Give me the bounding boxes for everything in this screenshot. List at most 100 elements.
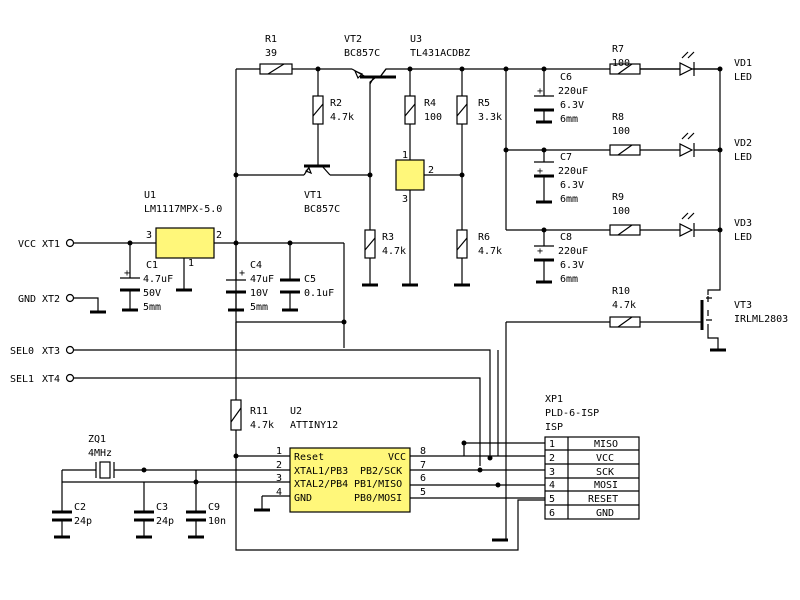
xp1-pin1-num: 1	[549, 439, 555, 450]
xp1-pin3-name: SCK	[596, 467, 614, 478]
u2-pin3-name: XTAL2/PB4	[294, 479, 348, 490]
resistor-r6	[456, 229, 468, 259]
c9-ref: C9	[208, 502, 220, 513]
r3-ref: R3	[382, 232, 394, 243]
xp1-value: PLD-6-ISP	[545, 408, 599, 419]
c2-ref: C2	[74, 502, 86, 513]
terminal-xt1-net: VCC	[18, 239, 36, 250]
vt1-value: BC857C	[304, 204, 340, 215]
junction	[495, 482, 501, 488]
capacitor-c8	[534, 245, 554, 262]
resistor-r7	[609, 63, 641, 75]
c3-value: 24p	[156, 516, 174, 527]
junction	[717, 147, 723, 153]
terminal-xt1-ref: XT1	[42, 239, 60, 250]
terminal-xt2-net: GND	[18, 294, 36, 305]
r1-ref: R1	[265, 34, 277, 45]
c4-size: 5mm	[250, 302, 268, 313]
r3-value: 4.7k	[382, 246, 406, 257]
resistor-r2	[312, 95, 324, 125]
c7-voltage: 6.3V	[560, 180, 584, 191]
junction	[459, 66, 465, 72]
terminal-xt1	[65, 238, 75, 248]
c8-voltage: 6.3V	[560, 260, 584, 271]
r10-ref: R10	[612, 286, 630, 297]
resistor-r9	[609, 224, 641, 236]
capacitor-c9	[186, 505, 206, 537]
c4-value: 47uF	[250, 274, 274, 285]
junction	[193, 479, 199, 485]
c5-ref: C5	[304, 274, 316, 285]
junction	[541, 66, 547, 72]
xp1-pin2-name: VCC	[596, 453, 614, 464]
u3-ref: U3	[410, 34, 422, 45]
xp1-pin6-num: 6	[549, 508, 555, 519]
c3-ref: C3	[156, 502, 168, 513]
junctions	[127, 66, 723, 488]
c7-value: 220uF	[558, 166, 588, 177]
u2-pin5-name: PB0/MOSI	[354, 493, 402, 504]
c5-value: 0.1uF	[304, 288, 334, 299]
u1-pin-gnd: 1	[188, 258, 194, 269]
u2-pin3-num: 3	[276, 473, 282, 484]
terminal-xt3-ref: XT3	[42, 346, 60, 357]
u2-pin4-name: GND	[294, 493, 312, 504]
labels: R1 39 VT2 BC857C U3 TL431ACDBZ 1 2 3 R2 …	[10, 34, 788, 527]
resistor-r5	[456, 95, 468, 125]
terminal-xt2-ref: XT2	[42, 294, 60, 305]
c2-value: 24p	[74, 516, 92, 527]
c7-plus: +	[537, 166, 543, 177]
u2-pin8-num: 8	[420, 446, 426, 457]
r11-ref: R11	[250, 406, 268, 417]
capacitor-c4	[226, 279, 246, 294]
c6-size: 6mm	[560, 114, 578, 125]
transistor-vt2	[351, 68, 396, 85]
vd1-ref: VD1	[734, 58, 752, 69]
terminal-xt4-net: SEL1	[10, 374, 34, 385]
led-vd1	[679, 51, 695, 76]
r2-ref: R2	[330, 98, 342, 109]
u2-pin2-num: 2	[276, 460, 282, 471]
c6-voltage: 6.3V	[560, 100, 584, 111]
xp1-pin6-name: GND	[596, 508, 614, 519]
r8-ref: R8	[612, 112, 624, 123]
u2-value: ATTINY12	[290, 420, 338, 431]
u2-pin5-num: 5	[420, 487, 426, 498]
junction	[717, 227, 723, 233]
resistor-r4	[404, 95, 416, 125]
c1-voltage: 50V	[143, 288, 161, 299]
u1-ref: U1	[144, 190, 156, 201]
junction	[503, 147, 509, 153]
u1-pin-out: 2	[216, 230, 222, 241]
terminal-xt3	[65, 345, 75, 355]
r6-value: 4.7k	[478, 246, 502, 257]
led-vd2	[679, 132, 695, 157]
connector-xp1	[544, 436, 640, 520]
r7-value: 100	[612, 58, 630, 69]
c4-plus: +	[239, 268, 245, 279]
xp1-pin2-num: 2	[549, 453, 555, 464]
c7-ref: C7	[560, 152, 572, 163]
capacitor-c3	[134, 505, 154, 537]
xp1-ref: XP1	[545, 394, 563, 405]
c1-value: 4.7uF	[143, 274, 173, 285]
r2-value: 4.7k	[330, 112, 354, 123]
zq1-ref: ZQ1	[88, 434, 106, 445]
u2-ref: U2	[290, 406, 302, 417]
transistor-vt1	[303, 160, 331, 176]
xp1-pin5-name: RESET	[588, 494, 618, 505]
vt3-value: IRLML2803	[734, 314, 788, 325]
c9-value: 10n	[208, 516, 226, 527]
vd2-value: LED	[734, 152, 752, 163]
capacitor-c2	[52, 505, 72, 537]
vd2-ref: VD2	[734, 138, 752, 149]
terminal-xt2	[65, 293, 75, 303]
resistor-r8	[609, 144, 641, 156]
r5-value: 3.3k	[478, 112, 502, 123]
u1-pin-in: 3	[146, 230, 152, 241]
terminal-xt3-net: SEL0	[10, 346, 34, 357]
xp1-pin4-num: 4	[549, 480, 555, 491]
c1-size: 5mm	[143, 302, 161, 313]
junction	[503, 66, 509, 72]
